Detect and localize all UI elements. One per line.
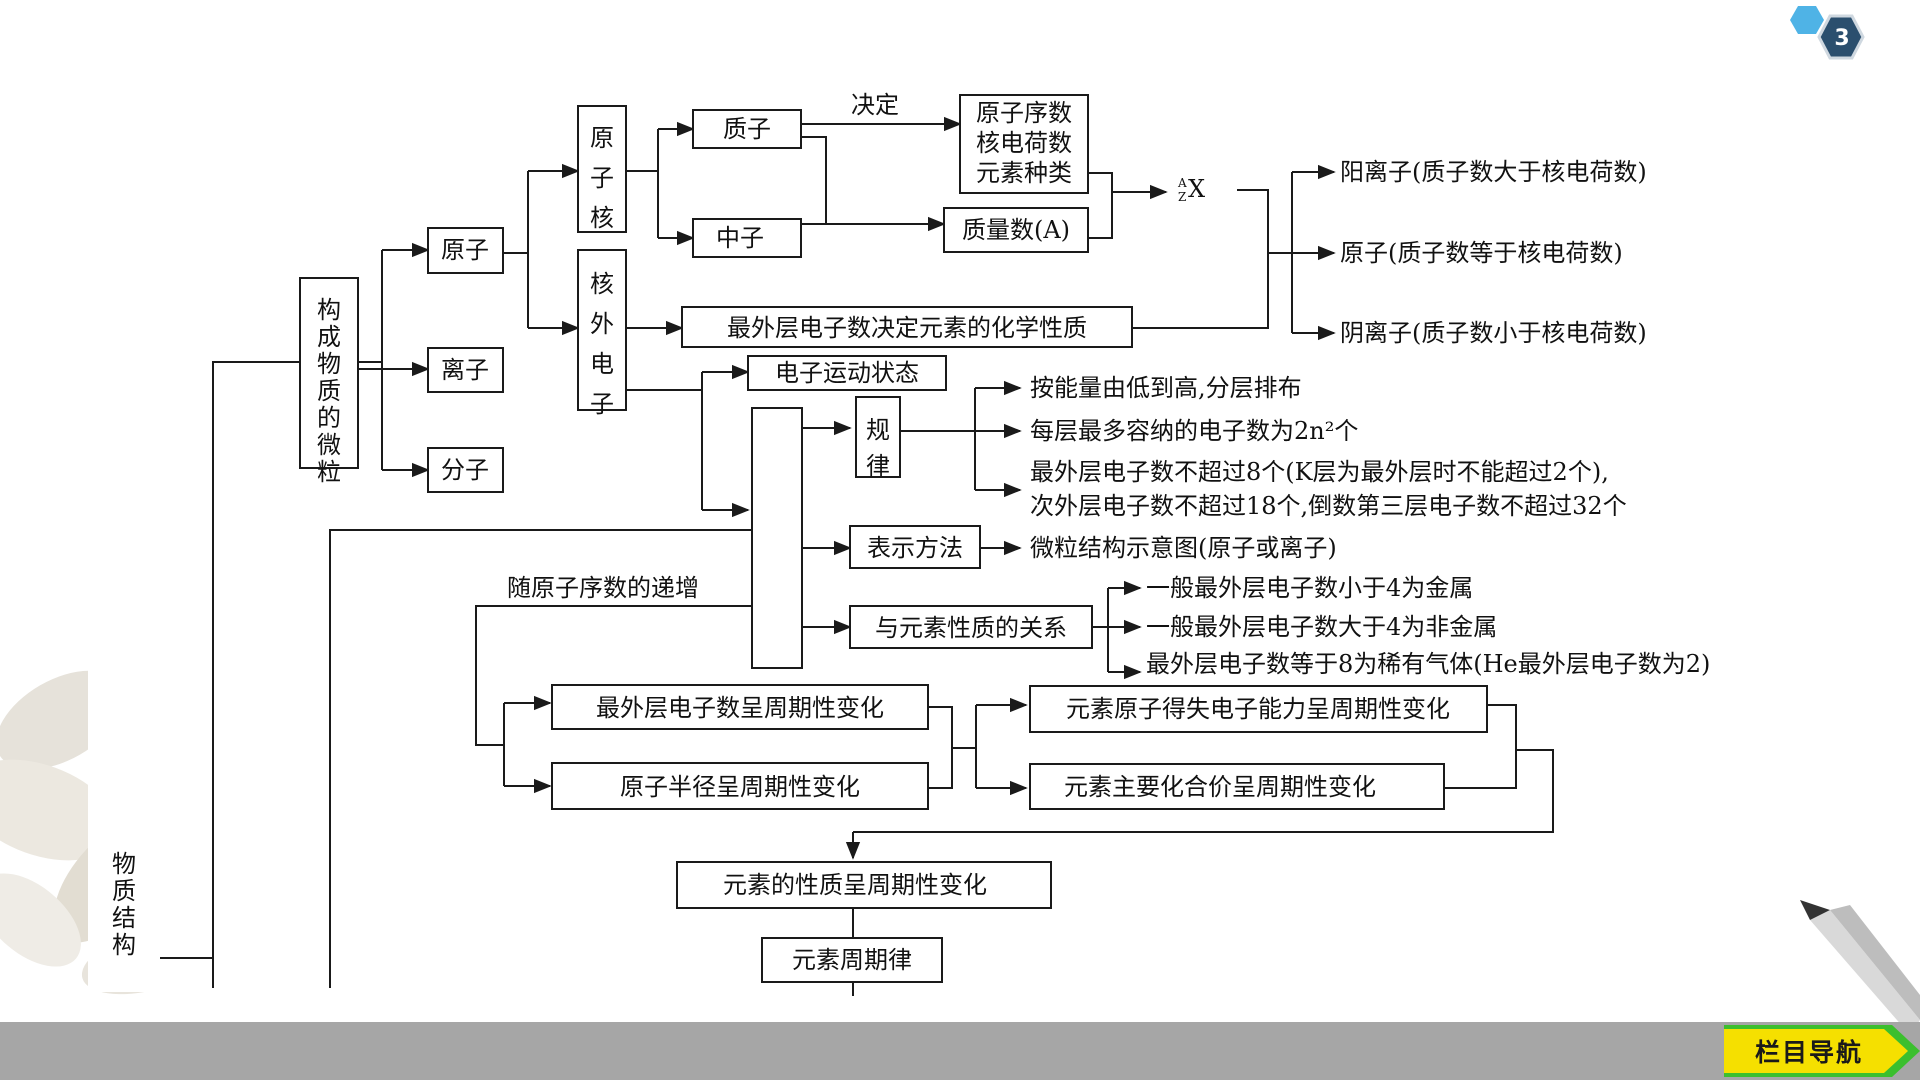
connector-symbol	[1088, 172, 1113, 239]
representation-item: 微粒结构示意图(原子或离子)	[1030, 534, 1337, 562]
relation-label: 与元素性质的关系	[875, 614, 1067, 642]
periodic-radius-label: 原子半径呈周期性变化	[620, 773, 860, 801]
connector-increasing	[475, 605, 752, 746]
nav-arrow-icon	[1724, 1025, 1920, 1077]
connector-to-charges	[1132, 189, 1269, 329]
box-particles	[299, 277, 359, 469]
connector-rules-split	[900, 388, 976, 490]
box-atomic-props	[959, 94, 1089, 194]
pen-decoration	[1800, 900, 1920, 1035]
connector-root-trunk	[212, 361, 300, 988]
connector-relation-split	[1092, 588, 1109, 672]
cation-label: 阳离子(质子数大于核电荷数)	[1340, 158, 1647, 186]
outermost-chem-label: 最外层电子数决定元素的化学性质	[727, 314, 1087, 342]
box-motion-state	[747, 355, 947, 391]
box-nucleus	[577, 105, 627, 233]
connector-charge-split	[1268, 172, 1293, 333]
box-periodic-radius	[551, 762, 929, 810]
box-ion	[427, 347, 504, 393]
connector-root	[160, 957, 214, 988]
periodic-outer-label: 最外层电子数呈周期性变化	[596, 694, 884, 722]
box-periodic-law	[761, 937, 943, 983]
box-periodic-properties	[676, 861, 1052, 909]
box-molecule	[427, 447, 504, 493]
connector-proton-mass	[801, 136, 827, 225]
rule-item-4: 次外层电子数不超过18个,倒数第三层电子数不超过32个	[1030, 492, 1627, 520]
box-layering	[751, 407, 803, 669]
periodic-law-label: 元素周期律	[792, 946, 912, 974]
box-periodic-outer	[551, 684, 929, 730]
nuclide-mass: A	[1177, 176, 1187, 190]
connector-merge	[853, 704, 1554, 833]
connector-merge-v	[1444, 750, 1517, 789]
box-outermost-chem	[681, 306, 1133, 348]
extranuclear-label: 核外电子	[590, 270, 614, 418]
relation-item-2: 一般最外层电子数大于4为非金属	[1146, 613, 1497, 641]
motion-state-label: 电子运动状态	[775, 359, 919, 387]
increasing-label: 随原子序数的递增	[507, 574, 699, 602]
relation-item-3: 最外层电子数等于8为稀有气体(He最外层电子数为2)	[1146, 650, 1710, 678]
atomic-prop-1: 原子序数	[976, 99, 1072, 127]
nucleus-label: 原子核	[590, 124, 614, 232]
box-valence	[1029, 763, 1445, 810]
neutron-label: 中子	[716, 224, 764, 252]
box-neutron	[692, 218, 802, 258]
neutral-atom-label: 原子(质子数等于核电荷数)	[1340, 239, 1623, 267]
connector-extra-down	[626, 372, 703, 510]
connector-atom-split	[503, 171, 529, 328]
page-number: 3	[1834, 25, 1850, 51]
nav-button[interactable]: 栏目导航	[1724, 1025, 1920, 1077]
box-rules	[855, 396, 901, 478]
decides-label: 决定	[851, 91, 899, 119]
rule-item-3: 最外层电子数不超过8个(K层为最外层时不能超过2个),	[1030, 458, 1609, 486]
box-representation	[849, 525, 981, 569]
anion-label: 阴离子(质子数小于核电荷数)	[1340, 319, 1647, 347]
rule-item-1: 按能量由低到高,分层排布	[1030, 374, 1302, 402]
valence-label: 元素主要化合价呈周期性变化	[1064, 773, 1376, 801]
nuclide-element: X	[1188, 175, 1205, 203]
page-badge	[1790, 6, 1865, 60]
rules-label: 规律	[866, 416, 890, 480]
molecule-label: 分子	[441, 456, 489, 484]
hexagon-large-icon	[1817, 14, 1865, 60]
ion-label: 离子	[441, 356, 489, 384]
representation-label: 表示方法	[867, 534, 963, 562]
box-proton	[692, 109, 802, 149]
box-extranuclear	[577, 249, 627, 411]
mass-number-label: 质量数(A)	[962, 216, 1070, 244]
connector-nucleus-split	[626, 129, 659, 238]
atomic-prop-2: 核电荷数	[976, 129, 1072, 157]
atom-label: 原子	[441, 236, 489, 264]
box-gain-lose	[1029, 685, 1488, 733]
atomic-prop-3: 元素种类	[976, 159, 1072, 187]
box-atom	[427, 227, 504, 274]
rule-item-2: 每层最多容纳的电子数为2n²个	[1030, 417, 1358, 445]
nuclide-atomic: Z	[1178, 190, 1186, 204]
box-mass-number	[943, 207, 1089, 253]
nav-label: 栏目导航	[1754, 1038, 1863, 1067]
box-relation	[849, 605, 1093, 649]
relation-item-1: 一般最外层电子数小于4为金属	[1146, 574, 1473, 602]
connector-root-layering	[329, 529, 752, 988]
proton-label: 质子	[723, 115, 771, 143]
particles-label: 构成物质的微粒	[317, 296, 341, 486]
connector-to-right	[928, 706, 976, 789]
bottom-bar	[0, 1022, 1920, 1080]
root-label: 物质结构	[112, 850, 136, 959]
hexagon-small-icon	[1790, 6, 1824, 34]
periodic-properties-label: 元素的性质呈周期性变化	[723, 871, 987, 899]
gain-lose-label: 元素原子得失电子能力呈周期性变化	[1066, 695, 1450, 723]
